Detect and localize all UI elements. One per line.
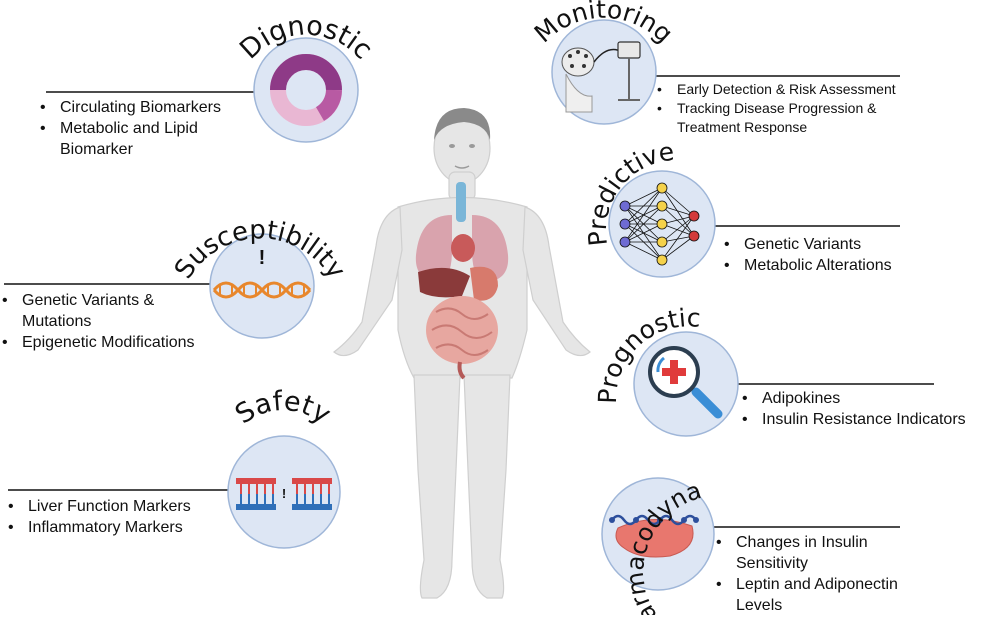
diagnostic-list: Circulating Biomarkers Metabolic and Lip… bbox=[34, 97, 259, 160]
broken-dna-icon: ! bbox=[236, 478, 332, 510]
list-item: Genetic Variants bbox=[718, 234, 958, 255]
list-item: Early Detection & Risk Assessment bbox=[651, 80, 931, 99]
list-item: Adipokines bbox=[736, 388, 1001, 409]
eeg-monitor-icon bbox=[561, 41, 641, 113]
svg-text:!: ! bbox=[282, 486, 286, 501]
list-item: Leptin and Adiponectin Levels bbox=[710, 574, 925, 616]
diagnostic-circle bbox=[253, 37, 359, 143]
prognostic-list: Adipokines Insulin Resistance Indicators bbox=[736, 388, 1001, 430]
safety-circle bbox=[227, 435, 341, 549]
dna-mutation-icon: ! bbox=[212, 247, 312, 299]
donut-chart-icon bbox=[270, 54, 342, 126]
list-item: Tracking Disease Progression & Treatment… bbox=[651, 99, 931, 137]
list-item: Insulin Resistance Indicators bbox=[736, 409, 1001, 430]
list-item: Metabolic Alterations bbox=[718, 255, 958, 276]
monitoring-list: Early Detection & Risk Assessment Tracki… bbox=[651, 80, 931, 137]
list-item: Changes in Insulin Sensitivity bbox=[710, 532, 925, 574]
list-item: Liver Function Markers bbox=[2, 496, 242, 517]
list-item: Genetic Variants & Mutations bbox=[0, 290, 221, 332]
magnifier-cross-icon bbox=[648, 346, 723, 419]
human-body-illustration bbox=[333, 108, 591, 599]
cell-receptor-icon bbox=[609, 514, 699, 558]
susceptibility-circle bbox=[209, 233, 315, 339]
safety-group: ! Safety bbox=[8, 386, 341, 549]
safety-list: Liver Function Markers Inflammatory Mark… bbox=[2, 496, 242, 538]
safety-title: Safety bbox=[230, 386, 336, 431]
svg-text:!: ! bbox=[259, 247, 266, 269]
list-item: Metabolic and Lipid Biomarker bbox=[34, 118, 259, 160]
neural-network-icon bbox=[619, 182, 700, 266]
list-item: Circulating Biomarkers bbox=[34, 97, 259, 118]
susceptibility-list: Genetic Variants & Mutations Epigenetic … bbox=[0, 290, 221, 353]
pharmacodynamic-list: Changes in Insulin Sensitivity Leptin an… bbox=[710, 532, 925, 616]
list-item: Inflammatory Markers bbox=[2, 517, 242, 538]
predictive-list: Genetic Variants Metabolic Alterations bbox=[718, 234, 958, 276]
monitoring-group: Monitoring bbox=[529, 0, 900, 125]
list-item: Epigenetic Modifications bbox=[0, 332, 221, 353]
